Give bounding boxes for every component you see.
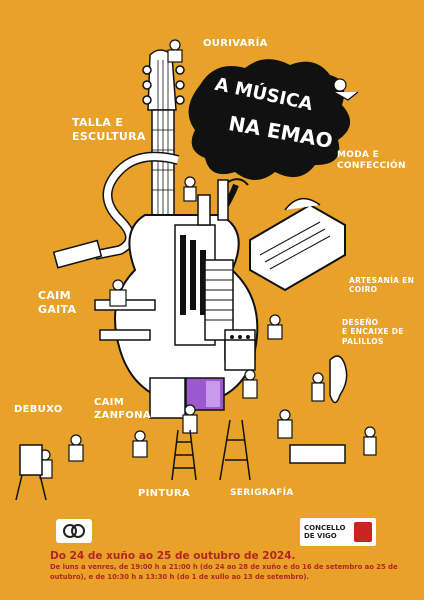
concello-logo-text: CONCELLO DE VIGO [304,524,346,541]
label-deseno-encaixe: DESEÑO E ENCAIXE DE PALILLOS [342,318,404,346]
label-pintura: PINTURA [138,488,190,499]
label-caim-zanfona: CAIM ZANFONA [94,397,151,421]
concello-seal-icon [354,522,372,542]
label-caim-gaita: CAIM GAITA [38,289,77,316]
label-artesania-coiro: ARTESANÍA EN COIRO [349,276,415,295]
label-talla-escultura: TALLA E ESCULTURA [72,116,146,143]
label-debuxo: DEBUXO [14,404,63,415]
emao-logo-icon [56,519,92,543]
concello-logo: CONCELLO DE VIGO [300,518,376,546]
event-date: Do 24 de xuño ao 25 de outubro de 2024. [50,550,296,562]
label-ourivaria: OURIVARÍA [203,38,268,49]
label-serigrafia: SERIGRAFÍA [230,488,294,498]
event-hours: De luns a venres, de 19:00 h a 21:00 h (… [50,563,398,581]
label-moda-confeccion: MODA E CONFECCIÓN [337,150,406,172]
